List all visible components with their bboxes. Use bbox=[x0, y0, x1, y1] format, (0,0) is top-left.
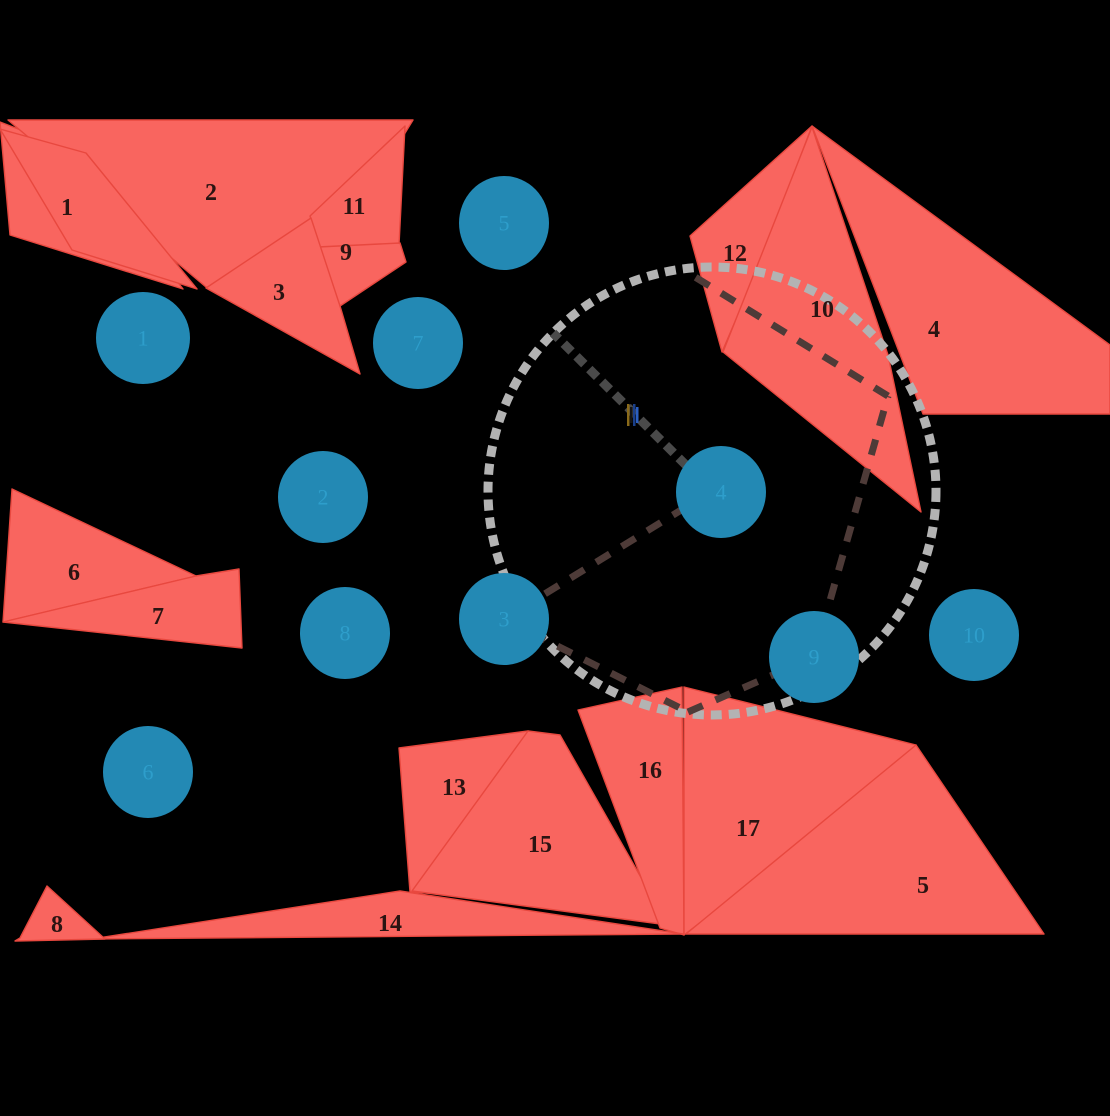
node-1[interactable]: 1 bbox=[96, 292, 190, 384]
route-segment-2 bbox=[686, 653, 816, 716]
sampling-circle bbox=[483, 262, 941, 720]
node-2[interactable]: 2 bbox=[278, 451, 368, 543]
obstacle-label-17: 17 bbox=[736, 816, 760, 842]
center-marker-stroke-0 bbox=[627, 404, 630, 426]
node-circle-5[interactable] bbox=[459, 176, 549, 270]
obstacle-label-15: 15 bbox=[528, 832, 552, 858]
node-9[interactable]: 9 bbox=[769, 611, 859, 703]
node-circle-9[interactable] bbox=[769, 611, 859, 703]
node-10[interactable]: 10 bbox=[929, 589, 1019, 681]
obstacle-label-7: 7 bbox=[152, 604, 164, 630]
node-circle-1[interactable] bbox=[96, 292, 190, 384]
obstacles-layer bbox=[0, 119, 1110, 942]
node-circle-3[interactable] bbox=[459, 573, 549, 665]
node-label-1: 1 bbox=[138, 326, 149, 351]
obstacle-label-16: 16 bbox=[638, 758, 662, 784]
node-label-3: 3 bbox=[499, 607, 510, 632]
obstacle-label-9: 9 bbox=[340, 240, 352, 266]
node-circle-2[interactable] bbox=[278, 451, 368, 543]
node-label-4: 4 bbox=[716, 480, 727, 505]
node-4[interactable]: 4 bbox=[676, 446, 766, 538]
obstacle-label-3: 3 bbox=[273, 280, 285, 306]
obstacle-label-12: 12 bbox=[723, 241, 747, 267]
node-label-6: 6 bbox=[143, 760, 154, 785]
route-segment-0 bbox=[502, 488, 714, 622]
obstacle-label-8: 8 bbox=[51, 912, 63, 938]
nodes-layer: 1 5 7 2 8 4 3 9 10 6 bbox=[96, 176, 1019, 818]
node-label-7: 7 bbox=[413, 331, 424, 356]
obstacle-polygon-3 bbox=[205, 217, 361, 375]
obstacle-label-13: 13 bbox=[442, 775, 466, 801]
node-label-9: 9 bbox=[809, 645, 820, 670]
obstacle-polygon-14 bbox=[91, 890, 684, 940]
node-label-8: 8 bbox=[340, 621, 351, 646]
route-segment-4 bbox=[693, 274, 890, 399]
obstacle-label-10: 10 bbox=[810, 297, 834, 323]
node-circle-6[interactable] bbox=[103, 726, 193, 818]
obstacle-label-11: 11 bbox=[343, 194, 366, 220]
center-marker-layer bbox=[627, 404, 639, 426]
node-label-5: 5 bbox=[499, 211, 510, 236]
node-8[interactable]: 8 bbox=[300, 587, 390, 679]
obstacle-polygon-10 bbox=[722, 126, 922, 513]
obstacle-label-4: 4 bbox=[928, 317, 940, 343]
node-label-2: 2 bbox=[318, 485, 329, 510]
node-3[interactable]: 3 bbox=[459, 573, 549, 665]
node-label-10: 10 bbox=[963, 623, 985, 648]
obstacle-label-6: 6 bbox=[68, 560, 80, 586]
node-circle-7[interactable] bbox=[373, 297, 463, 389]
node-5[interactable]: 5 bbox=[459, 176, 549, 270]
center-marker-stroke-3 bbox=[636, 407, 639, 423]
obstacle-polygon-4 bbox=[811, 125, 1110, 415]
node-circle-10[interactable] bbox=[929, 589, 1019, 681]
node-circle-4[interactable] bbox=[676, 446, 766, 538]
center-marker-stroke-2 bbox=[633, 404, 636, 426]
center-marker-stroke-1 bbox=[630, 407, 633, 423]
obstacle-label-5: 5 bbox=[917, 873, 929, 899]
obstacle-label-2: 2 bbox=[205, 180, 217, 206]
node-6[interactable]: 6 bbox=[103, 726, 193, 818]
obstacle-label-14: 14 bbox=[378, 911, 402, 937]
obstacle-polygon-5 bbox=[685, 744, 1045, 935]
obstacle-label-1: 1 bbox=[61, 195, 73, 221]
obstacle-polygon-8 bbox=[14, 885, 106, 942]
obstacle-polygon- bbox=[0, 128, 198, 290]
node-circle-8[interactable] bbox=[300, 587, 390, 679]
obstacle-polygon-7 bbox=[2, 568, 243, 649]
node-7[interactable]: 7 bbox=[373, 297, 463, 389]
